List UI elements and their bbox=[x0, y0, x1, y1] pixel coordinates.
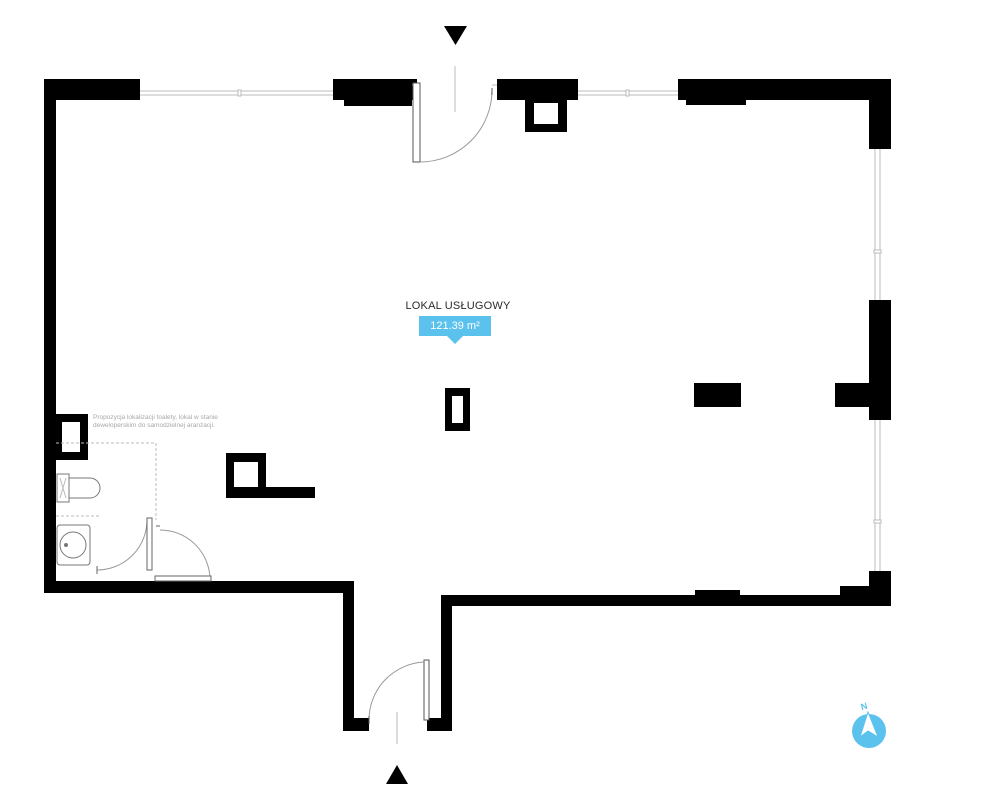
area-badge: 121.39 m² bbox=[419, 316, 491, 344]
wall-bottom-right-b bbox=[695, 590, 740, 596]
entrance-arrow-up-icon bbox=[386, 765, 408, 784]
outer-walls bbox=[44, 79, 891, 731]
shaft-left bbox=[54, 414, 88, 460]
shaft-top bbox=[525, 96, 567, 132]
wall-top-mid-b bbox=[344, 100, 412, 106]
wall-top-left bbox=[44, 79, 140, 100]
toilet-proposal-note: Propozycja lokalizacji toalety, lokal w … bbox=[93, 414, 218, 429]
wall-top-mid-c bbox=[497, 79, 578, 100]
column-center bbox=[445, 388, 470, 431]
compass-north-icon: N bbox=[852, 701, 886, 748]
wall-corridor-left-end bbox=[343, 718, 369, 731]
wall-left bbox=[44, 79, 56, 593]
sink bbox=[56, 524, 91, 566]
toilet-proposal bbox=[56, 442, 157, 520]
bottom-door bbox=[368, 659, 430, 744]
toilet-doors bbox=[96, 517, 212, 582]
room-name: LOKAL USŁUGOWY bbox=[405, 300, 511, 312]
windows bbox=[140, 84, 882, 571]
wall-corridor-left bbox=[343, 581, 354, 731]
wall-bottom-right bbox=[441, 595, 891, 606]
compass-north-label: N bbox=[860, 701, 869, 712]
top-door bbox=[412, 66, 493, 163]
entrance-arrow-down-icon bbox=[444, 26, 467, 45]
wall-corridor-right bbox=[441, 595, 452, 731]
wall-top-right bbox=[678, 79, 891, 100]
wall-bottom-right-c bbox=[840, 586, 870, 596]
columns bbox=[54, 96, 875, 498]
partition-wall bbox=[226, 487, 315, 498]
wall-corridor-right-end bbox=[427, 718, 452, 731]
wall-top-right-b bbox=[686, 100, 746, 105]
column-right bbox=[694, 383, 741, 407]
toilet-bowl bbox=[56, 473, 101, 503]
wall-bottom-left bbox=[44, 581, 354, 593]
wall-stub-right bbox=[835, 383, 875, 407]
wall-top-mid-a bbox=[333, 79, 417, 100]
wall-right-top bbox=[869, 79, 891, 149]
